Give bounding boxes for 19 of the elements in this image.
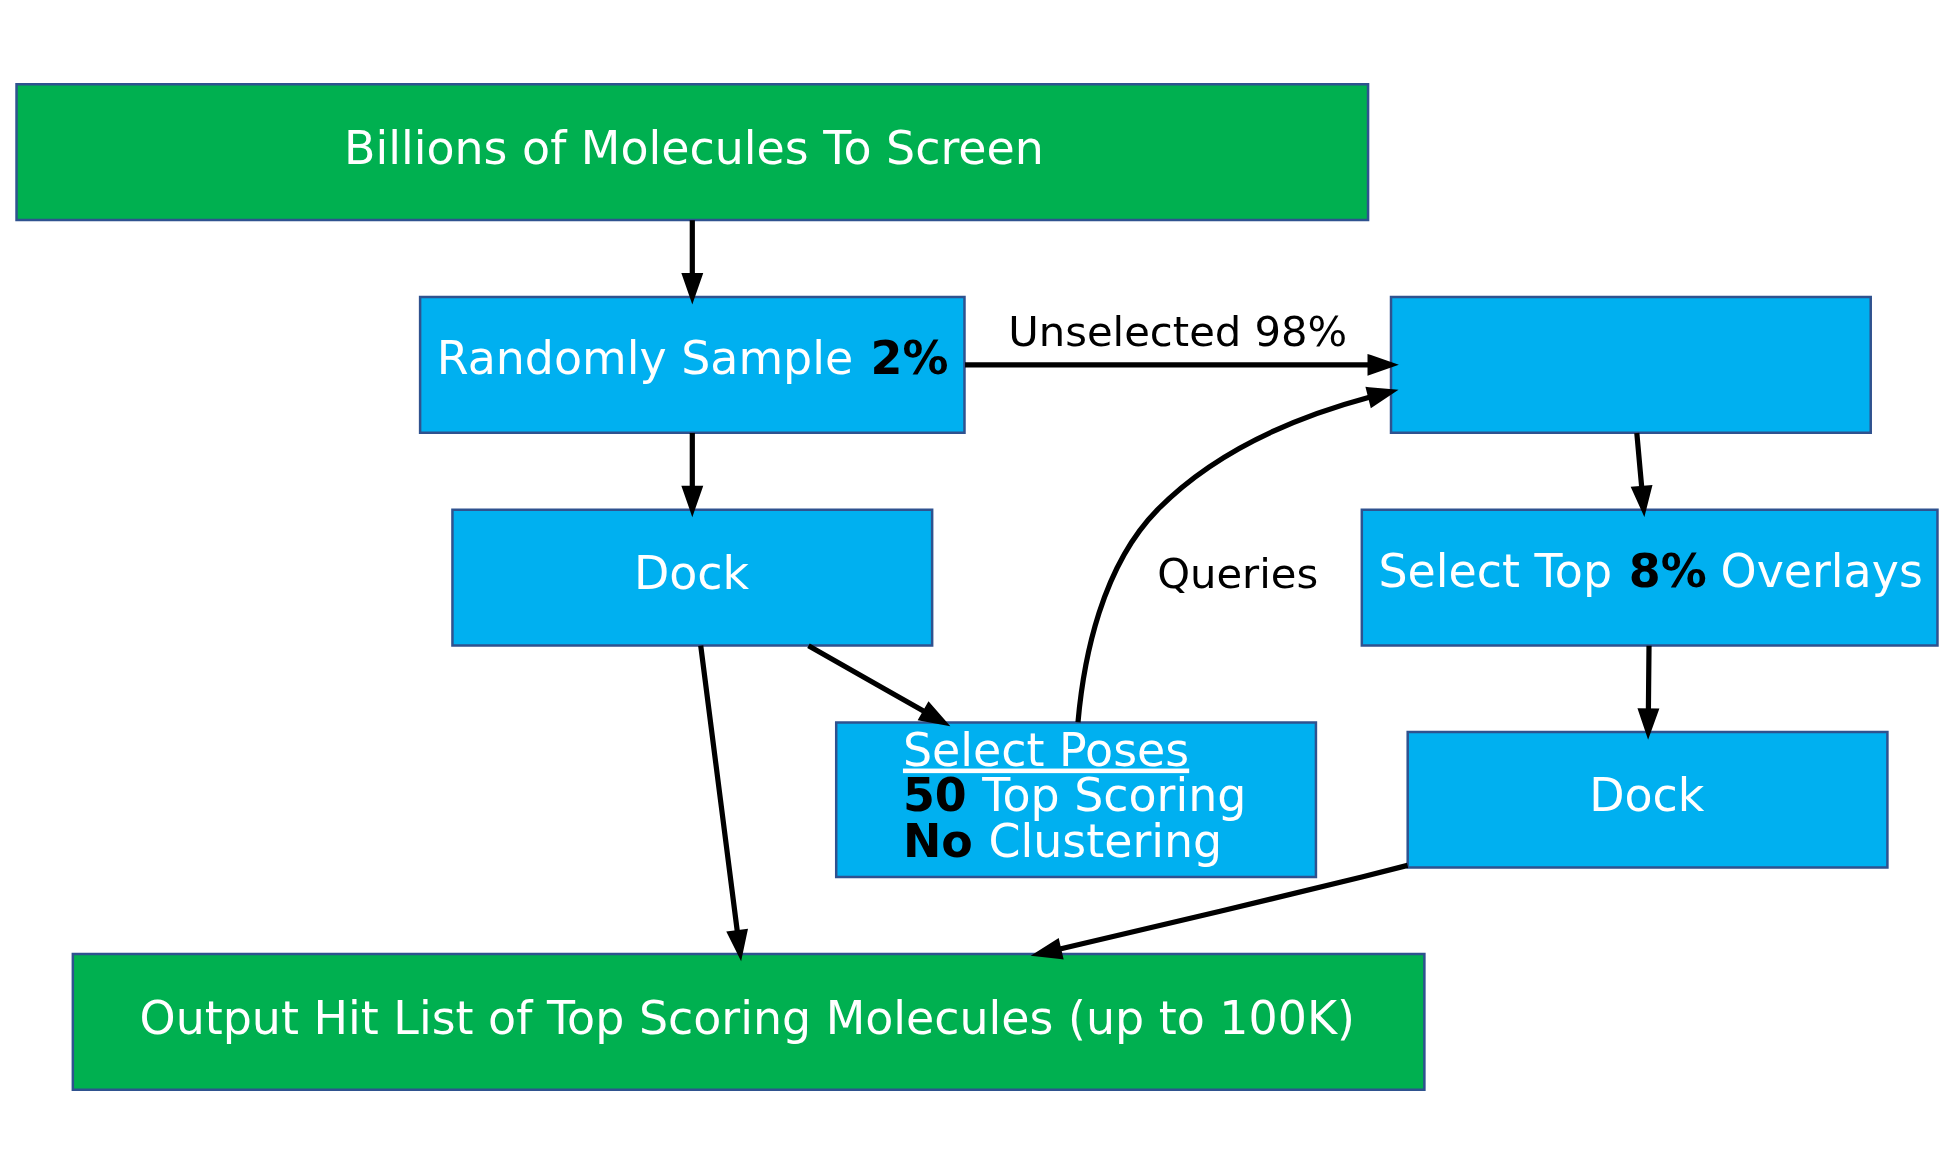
node-box: Billions of Molecules To Screen bbox=[15, 83, 1370, 222]
arrow bbox=[681, 432, 704, 518]
node-box: Select Poses 50 Top Scoring No Clustering bbox=[834, 721, 1318, 879]
arrow bbox=[1637, 645, 1660, 740]
node-box: Output Hit List of Top Scoring Molecules (up to 100K) bbox=[71, 952, 1426, 1091]
node-box bbox=[1389, 295, 1872, 434]
arrow bbox=[1075, 386, 1399, 723]
edge-label: Unselected 98% bbox=[1008, 307, 1348, 357]
arrow bbox=[807, 643, 951, 727]
arrow bbox=[1630, 432, 1653, 518]
arrow bbox=[698, 645, 748, 962]
edge-label: Queries bbox=[1157, 549, 1319, 599]
node-box: Randomly Sample 2% bbox=[418, 295, 966, 434]
node-box: Dock bbox=[1406, 730, 1889, 869]
node-box: Select Top 8% Overlays bbox=[1360, 508, 1939, 647]
arrow bbox=[965, 353, 1399, 376]
arrow bbox=[681, 220, 704, 305]
node-box: Dock bbox=[451, 508, 934, 647]
arrow bbox=[1030, 862, 1409, 960]
